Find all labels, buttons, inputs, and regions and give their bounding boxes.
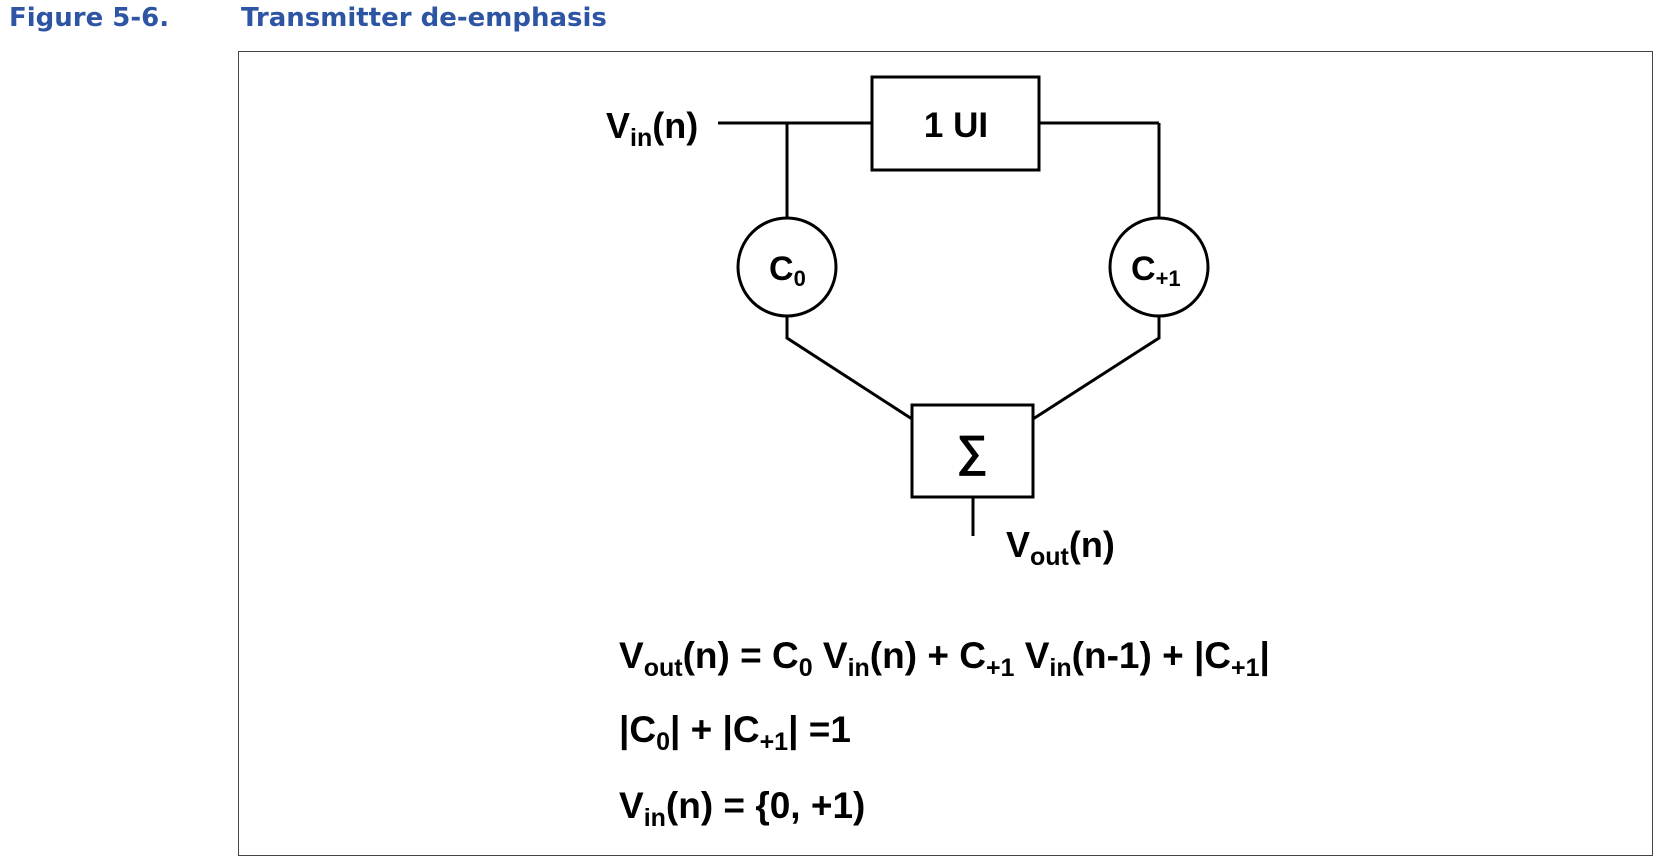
- equation-subscript: +1: [760, 728, 789, 756]
- sum-box: [910, 403, 1035, 499]
- input-label: Vin(n): [606, 105, 698, 152]
- figure-title: Transmitter de-emphasis: [241, 3, 607, 33]
- equation-subscript: in: [644, 804, 666, 832]
- figure-number: Figure 5-6.: [9, 3, 170, 33]
- equation-subscript: +1: [986, 654, 1015, 682]
- equation-text: (n) = {0, +1): [666, 785, 865, 826]
- equation-subscript: 0: [656, 728, 670, 756]
- sum-symbol: ∑: [956, 427, 987, 476]
- equation-2: |C0| + |C+1| =1: [619, 709, 851, 756]
- figure-caption: Figure 5-6. Transmitter de-emphasis: [9, 0, 607, 36]
- delay-box: [870, 75, 1041, 172]
- equation-text: V: [1014, 635, 1049, 676]
- tap1-to-sum: [1032, 316, 1161, 421]
- equation-text: (n) = C: [683, 635, 799, 676]
- equation-text: (n) + C: [870, 635, 986, 676]
- tap0-to-sum: [785, 316, 913, 421]
- equation-text: V: [619, 635, 644, 676]
- tap0-label: C0: [769, 250, 806, 291]
- equation-subscript: in: [1049, 654, 1071, 682]
- equation-subscript: in: [848, 654, 870, 682]
- equation-text: (n-1) + |C: [1072, 635, 1231, 677]
- equation-subscript: +1: [1231, 654, 1260, 682]
- delay-label: 1 UI: [924, 106, 988, 145]
- output-label: Vout(n): [1006, 524, 1115, 571]
- tap1-label: C+1: [1131, 250, 1181, 291]
- equation-1: Vout(n) = C0 Vin(n) + C+1 Vin(n-1) + |C+…: [619, 635, 1270, 682]
- equation-text: |: [1260, 635, 1270, 677]
- equation-text: | + |C: [670, 709, 760, 751]
- equation-subscript: out: [644, 654, 684, 682]
- equation-text: V: [813, 635, 848, 676]
- equation-text: |C: [619, 709, 656, 751]
- equation-text: V: [619, 785, 644, 826]
- equation-subscript: 0: [799, 654, 813, 682]
- equation-text: | =1: [788, 709, 851, 751]
- figure-frame: [238, 51, 1653, 856]
- equation-3: Vin(n) = {0, +1): [619, 785, 865, 832]
